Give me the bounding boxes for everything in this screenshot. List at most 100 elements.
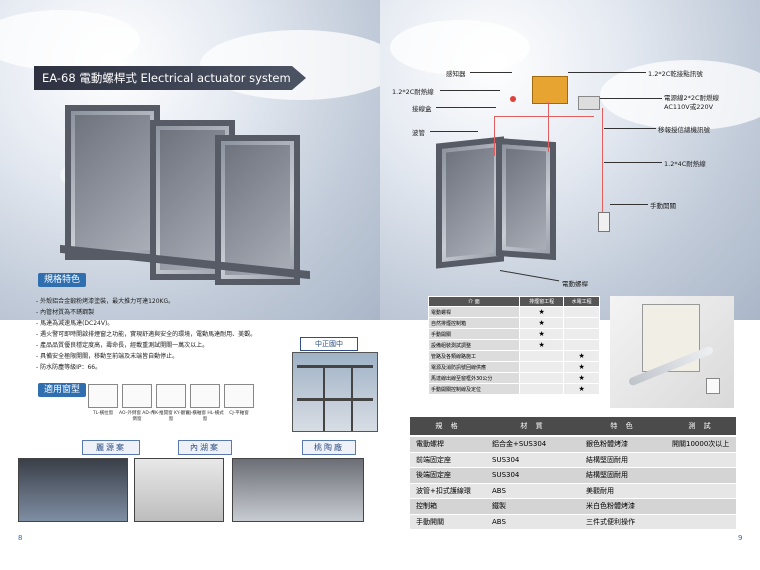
in-progress-label: 中正國中 (300, 337, 358, 351)
spec-cell: 控制箱 (410, 498, 486, 515)
feature-2: - 內管材質為不銹鋼製 (36, 309, 95, 316)
case-photo-1 (18, 458, 128, 522)
spec-cell: 前端固定座 (410, 452, 486, 468)
in-progress-photo (292, 352, 378, 432)
window-type-label-4: HJ-橫軸窗 HL-橫式窗 (186, 411, 224, 422)
spec-cell (666, 452, 736, 468)
window-type-icon-3 (156, 384, 186, 408)
window-type-label-1: TL-橫拉窗 (92, 411, 114, 416)
feature-5: - 產品品質優良穩定度高，壽命長，經載重測試開關一萬次以上。 (36, 342, 209, 349)
window-section-tag: 適用窗型 (38, 383, 87, 397)
scope-table: 介 面 排煙窗工程 水電工程 電動螺桿★自然排煙控制箱★手動開關★設備組裝測試調… (428, 296, 600, 395)
scope-row: 馬達線出線至窗框外30公分 ★ (428, 372, 600, 384)
spec-cell: 開關10000次以上 (666, 436, 736, 453)
spec-cell: 鋁合金+SUS304 (486, 436, 580, 453)
scope-row: 管路及各類線路施工 ★ (428, 350, 600, 362)
scope-cell (563, 328, 600, 340)
window-type-label-3: TK-推開窗 KY-翻窗窗 (152, 411, 190, 422)
scope-cell: ★ (563, 350, 600, 362)
spec-cell: SUS304 (486, 467, 580, 484)
scope-row: 自然排煙控制箱★ (428, 317, 600, 329)
spec-header-2: 材 質 (486, 417, 580, 437)
spec-header-4: 測 試 (666, 417, 736, 437)
scope-cell: 設備組裝測試調整 (428, 339, 520, 351)
scope-cell (563, 317, 600, 329)
product-photo (610, 296, 734, 408)
spec-header-3: 特 色 (580, 417, 666, 437)
case-label-3: 桃陶廠 (302, 440, 356, 455)
spec-cell (666, 467, 736, 484)
scope-cell (563, 306, 600, 318)
spec-cell: 後端固定座 (410, 467, 486, 484)
diagram-window-left (436, 136, 504, 269)
spec-cell: 電動螺桿 (410, 436, 486, 453)
window-type-label-5: CJ-平軸窗 (229, 411, 249, 416)
feature-7: - 防水防塵等級IP：66。 (36, 364, 102, 371)
scope-cell: ★ (518, 317, 565, 329)
callout-signal-line: 1.2*2C乾接點訊號 (648, 70, 703, 78)
scope-cell (518, 383, 565, 395)
feature-1: - 外殼鋁合金鍛粉烤漆塗裝，最大推力可達120KG。 (36, 298, 175, 305)
window-type-icon-4 (190, 384, 220, 408)
spec-header-1: 規 格 (410, 417, 486, 437)
scope-cell: 馬達線出線至窗框外30公分 (428, 372, 520, 384)
callout-cable-fire: 1.2*2C耐熱線 (392, 88, 434, 96)
scope-cell: ★ (518, 328, 565, 340)
left-page: EA-68 電動螺桿式 Electrical actuator system 規… (0, 0, 380, 542)
case-photo-2 (134, 458, 224, 522)
callout-actuator: 電動螺桿 (562, 280, 588, 288)
manual-switch-device (598, 212, 610, 232)
callout-alarm: 感知器 (446, 70, 466, 78)
feature-4: - 遇火警可即時開啟排煙窗之功能，實現舒適與安全的環境，電動馬達耐用、美觀。 (36, 331, 257, 338)
case-label-2: 內湖案 (178, 440, 232, 455)
scope-cell: ★ (563, 383, 600, 395)
spec-cell (666, 514, 736, 530)
scope-header-2: 排煙窗工程 (518, 296, 565, 307)
control-box (532, 76, 568, 104)
spec-cell: 手動開關 (410, 514, 486, 530)
spec-cell: 美觀耐用 (580, 483, 666, 499)
scope-cell: ★ (518, 339, 565, 351)
scope-cell: 管路及各類線路施工 (428, 350, 520, 362)
scope-row: 手動開關控制線及定位★ (428, 383, 600, 395)
spec-cell: 三件式便利操作 (580, 514, 666, 530)
callout-power-spec: AC110V或220V (664, 103, 714, 111)
scope-cell: ★ (563, 361, 600, 373)
spec-cell: SUS304 (486, 452, 580, 468)
callout-cable-4c: 1.2*4C耐熱線 (664, 160, 706, 168)
window-type-label-2: AO-外倒窗 AD-內倒窗 (119, 411, 155, 422)
case-label-1: 麗源案 (82, 440, 140, 455)
window-type-icon-1 (88, 384, 118, 408)
spec-cell: 銀色粉體烤漆 (580, 436, 666, 453)
scope-row: 電動螺桿★ (428, 306, 600, 318)
scope-cell: 手動開關 (428, 328, 520, 340)
spec-cell (666, 498, 736, 515)
spec-cell: 結構堅固耐用 (580, 452, 666, 468)
page-title: EA-68 電動螺桿式 Electrical actuator system (34, 66, 306, 90)
spec-cell (666, 483, 736, 499)
window-type-icon-5 (224, 384, 254, 408)
scope-cell: ★ (563, 372, 600, 384)
scope-row: 手動開關★ (428, 328, 600, 340)
callout-pipe: 波管 (412, 129, 425, 137)
window-type-icon-2 (122, 384, 152, 408)
window-illustration-left (65, 105, 160, 260)
scope-cell: 自然排煙控制箱 (428, 317, 520, 329)
callout-move-signal: 移報授信總機訊號 (658, 126, 710, 134)
scope-cell: ★ (518, 306, 565, 318)
callout-power-line: 電源線2*2C耐燃線 (664, 94, 720, 102)
junction-box (578, 96, 600, 110)
page-number-right: 9 (738, 534, 743, 542)
scope-header-3: 水電工程 (563, 296, 600, 307)
case-photo-3 (232, 458, 364, 522)
scope-row: 設備組裝測試調整★ (428, 339, 600, 351)
scope-cell (518, 361, 565, 373)
spec-cell: ABS (486, 514, 580, 530)
scope-cell: 電動螺桿 (428, 306, 520, 318)
